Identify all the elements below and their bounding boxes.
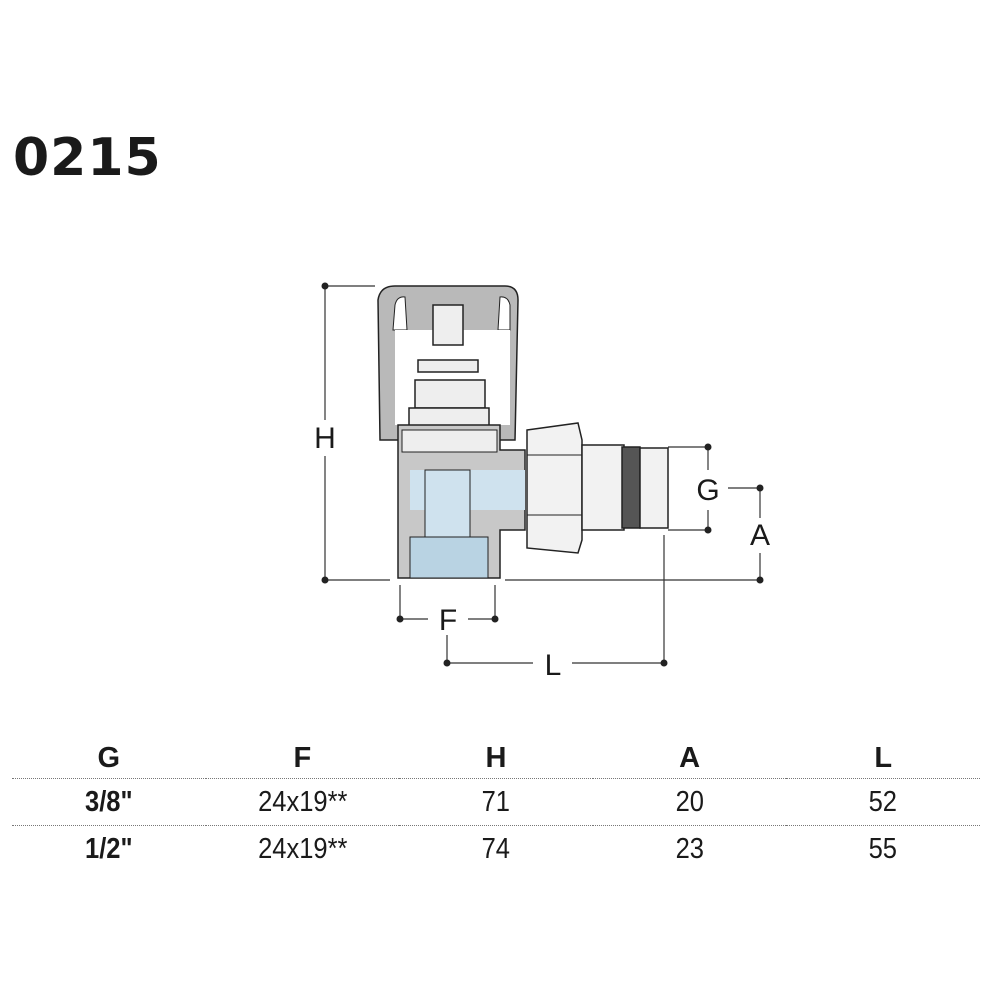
cell-L: 52 — [868, 785, 898, 818]
valve-body — [377, 285, 669, 579]
header-H: H — [485, 741, 507, 774]
dimensions-table: G F H A L 3/8" 24x19** 71 20 52 1/2" 24x… — [12, 738, 980, 872]
label-L: L — [545, 649, 562, 682]
product-code-title: 0215 — [13, 128, 162, 188]
cell-A: 23 — [675, 832, 704, 865]
cell-F: 24x19** — [257, 832, 348, 865]
table-header-row: G F H A L — [12, 738, 980, 779]
cell-H: 71 — [481, 785, 511, 818]
header-L: L — [874, 741, 893, 774]
header-F: F — [293, 741, 312, 774]
table-row: 3/8" 24x19** 71 20 52 — [12, 779, 980, 826]
cell-F: 24x19** — [257, 785, 348, 818]
dimension-labels: H G A F L — [314, 422, 770, 682]
label-F: F — [439, 604, 457, 637]
cell-H: 74 — [481, 832, 511, 865]
table-row: 1/2" 24x19** 74 23 55 — [12, 826, 980, 873]
cell-L: 55 — [868, 832, 898, 865]
header-A: A — [679, 741, 701, 774]
label-A: A — [750, 519, 770, 552]
label-G: G — [696, 474, 719, 507]
cell-G: 1/2" — [84, 832, 133, 865]
dimension-lines — [324, 285, 761, 664]
dimension-dots — [321, 282, 764, 667]
label-H: H — [314, 422, 336, 455]
header-G: G — [97, 741, 121, 774]
cell-G: 3/8" — [84, 785, 133, 818]
cell-A: 20 — [675, 785, 704, 818]
